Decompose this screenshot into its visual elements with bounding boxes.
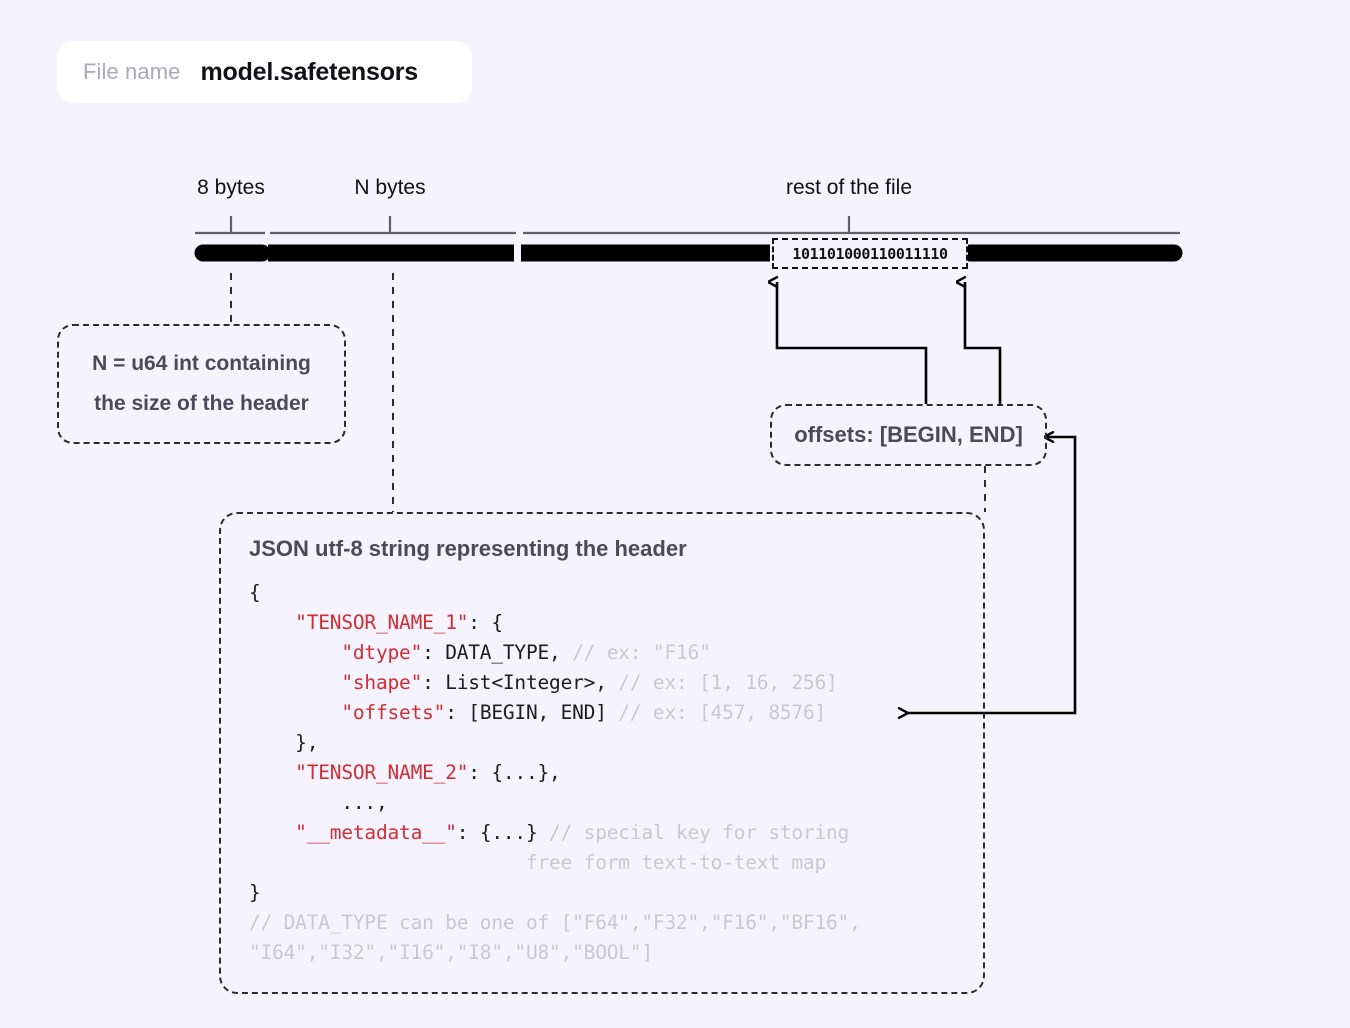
connector-begin-offset [777,282,928,404]
json-code-token: : { [468,611,503,634]
binary-sample-chip: 101101000110011110 [772,238,968,269]
json-code-token: free form text-to-text map [525,851,827,874]
file-name-label: File name [83,59,181,84]
json-code-token: // ex: [457, 8576] [618,701,827,724]
json-code-token: : DATA_TYPE, [422,641,573,664]
file-name-pill: File name model.safetensors [57,41,472,103]
json-code-token [249,641,341,664]
json-code-line: { [249,578,955,608]
json-code-line: "TENSOR_NAME_2": {...}, [249,758,955,788]
json-code-line: }, [249,728,955,758]
json-code-token: "offsets" [341,701,446,724]
ruler-label-n-bytes: N bytes [354,176,426,199]
json-code-line: // DATA_TYPE can be one of ["F64","F32",… [249,908,955,938]
connector-offsets-box-to-json [905,437,1077,713]
json-code-token: // ex: "F16" [572,641,711,664]
json-code-line: "TENSOR_NAME_1": { [249,608,955,638]
ruler-rules [195,216,1180,235]
connector-end-offset [965,282,1002,404]
json-code-token [249,761,295,784]
json-code-token: "dtype" [341,641,423,664]
json-code-line: "offsets": [BEGIN, END] // ex: [457, 857… [249,698,955,728]
json-code-token: // ex: [1, 16, 256] [618,671,838,694]
file-name-value: model.safetensors [200,57,419,86]
ruler-label-rest-of-file: rest of the file [785,176,913,199]
json-code-token [249,671,341,694]
json-code-token [249,611,295,634]
json-code-line: ..., [249,788,955,818]
note-header-size-callout: N = u64 int containing the size of the h… [57,324,346,444]
note-offsets-text: offsets: [BEGIN, END] [794,422,1023,447]
json-code-token: ..., [249,791,388,814]
json-code-token: "TENSOR_NAME_1" [295,611,469,634]
json-code-block: { "TENSOR_NAME_1": { "dtype": DATA_TYPE,… [249,578,955,968]
json-code-token: : {...}, [468,761,561,784]
json-code-token: }, [249,731,319,754]
json-code-token: "__metadata__" [295,821,457,844]
ruler-label-8-bytes: 8 bytes [197,176,265,199]
json-header-panel: JSON utf-8 string representing the heade… [219,512,985,994]
json-code-token [249,701,341,724]
json-code-token: : {...} [456,821,550,844]
json-code-line: free form text-to-text map [249,848,955,878]
json-code-line: "shape": List<Integer>, // ex: [1, 16, 2… [249,668,955,698]
json-code-token [249,821,295,844]
json-code-token: { [249,581,261,604]
json-code-token: "I64","I32","I16","I8","U8","BOOL"] [249,941,653,964]
note-offsets-callout: offsets: [BEGIN, END] [770,404,1047,466]
json-code-line: "I64","I32","I16","I8","U8","BOOL"] [249,938,955,968]
json-code-token: // DATA_TYPE can be one of ["F64","F32",… [249,911,861,934]
json-panel-title: JSON utf-8 string representing the heade… [249,536,687,561]
json-code-token [249,851,526,874]
json-code-token: : List<Integer>, [422,671,619,694]
json-code-line: "__metadata__": {...} // special key for… [249,818,955,848]
json-code-token: "shape" [341,671,423,694]
note-header-size-line-2: the size of the header [94,392,309,415]
json-code-token: : [BEGIN, END] [445,701,619,724]
json-code-token: } [249,881,261,904]
note-header-size-line-1: N = u64 int containing [92,352,311,375]
json-code-line: } [249,878,955,908]
json-code-token: // special key for storing [549,821,850,844]
json-code-token: "TENSOR_NAME_2" [295,761,469,784]
json-code-line: "dtype": DATA_TYPE, // ex: "F16" [249,638,955,668]
